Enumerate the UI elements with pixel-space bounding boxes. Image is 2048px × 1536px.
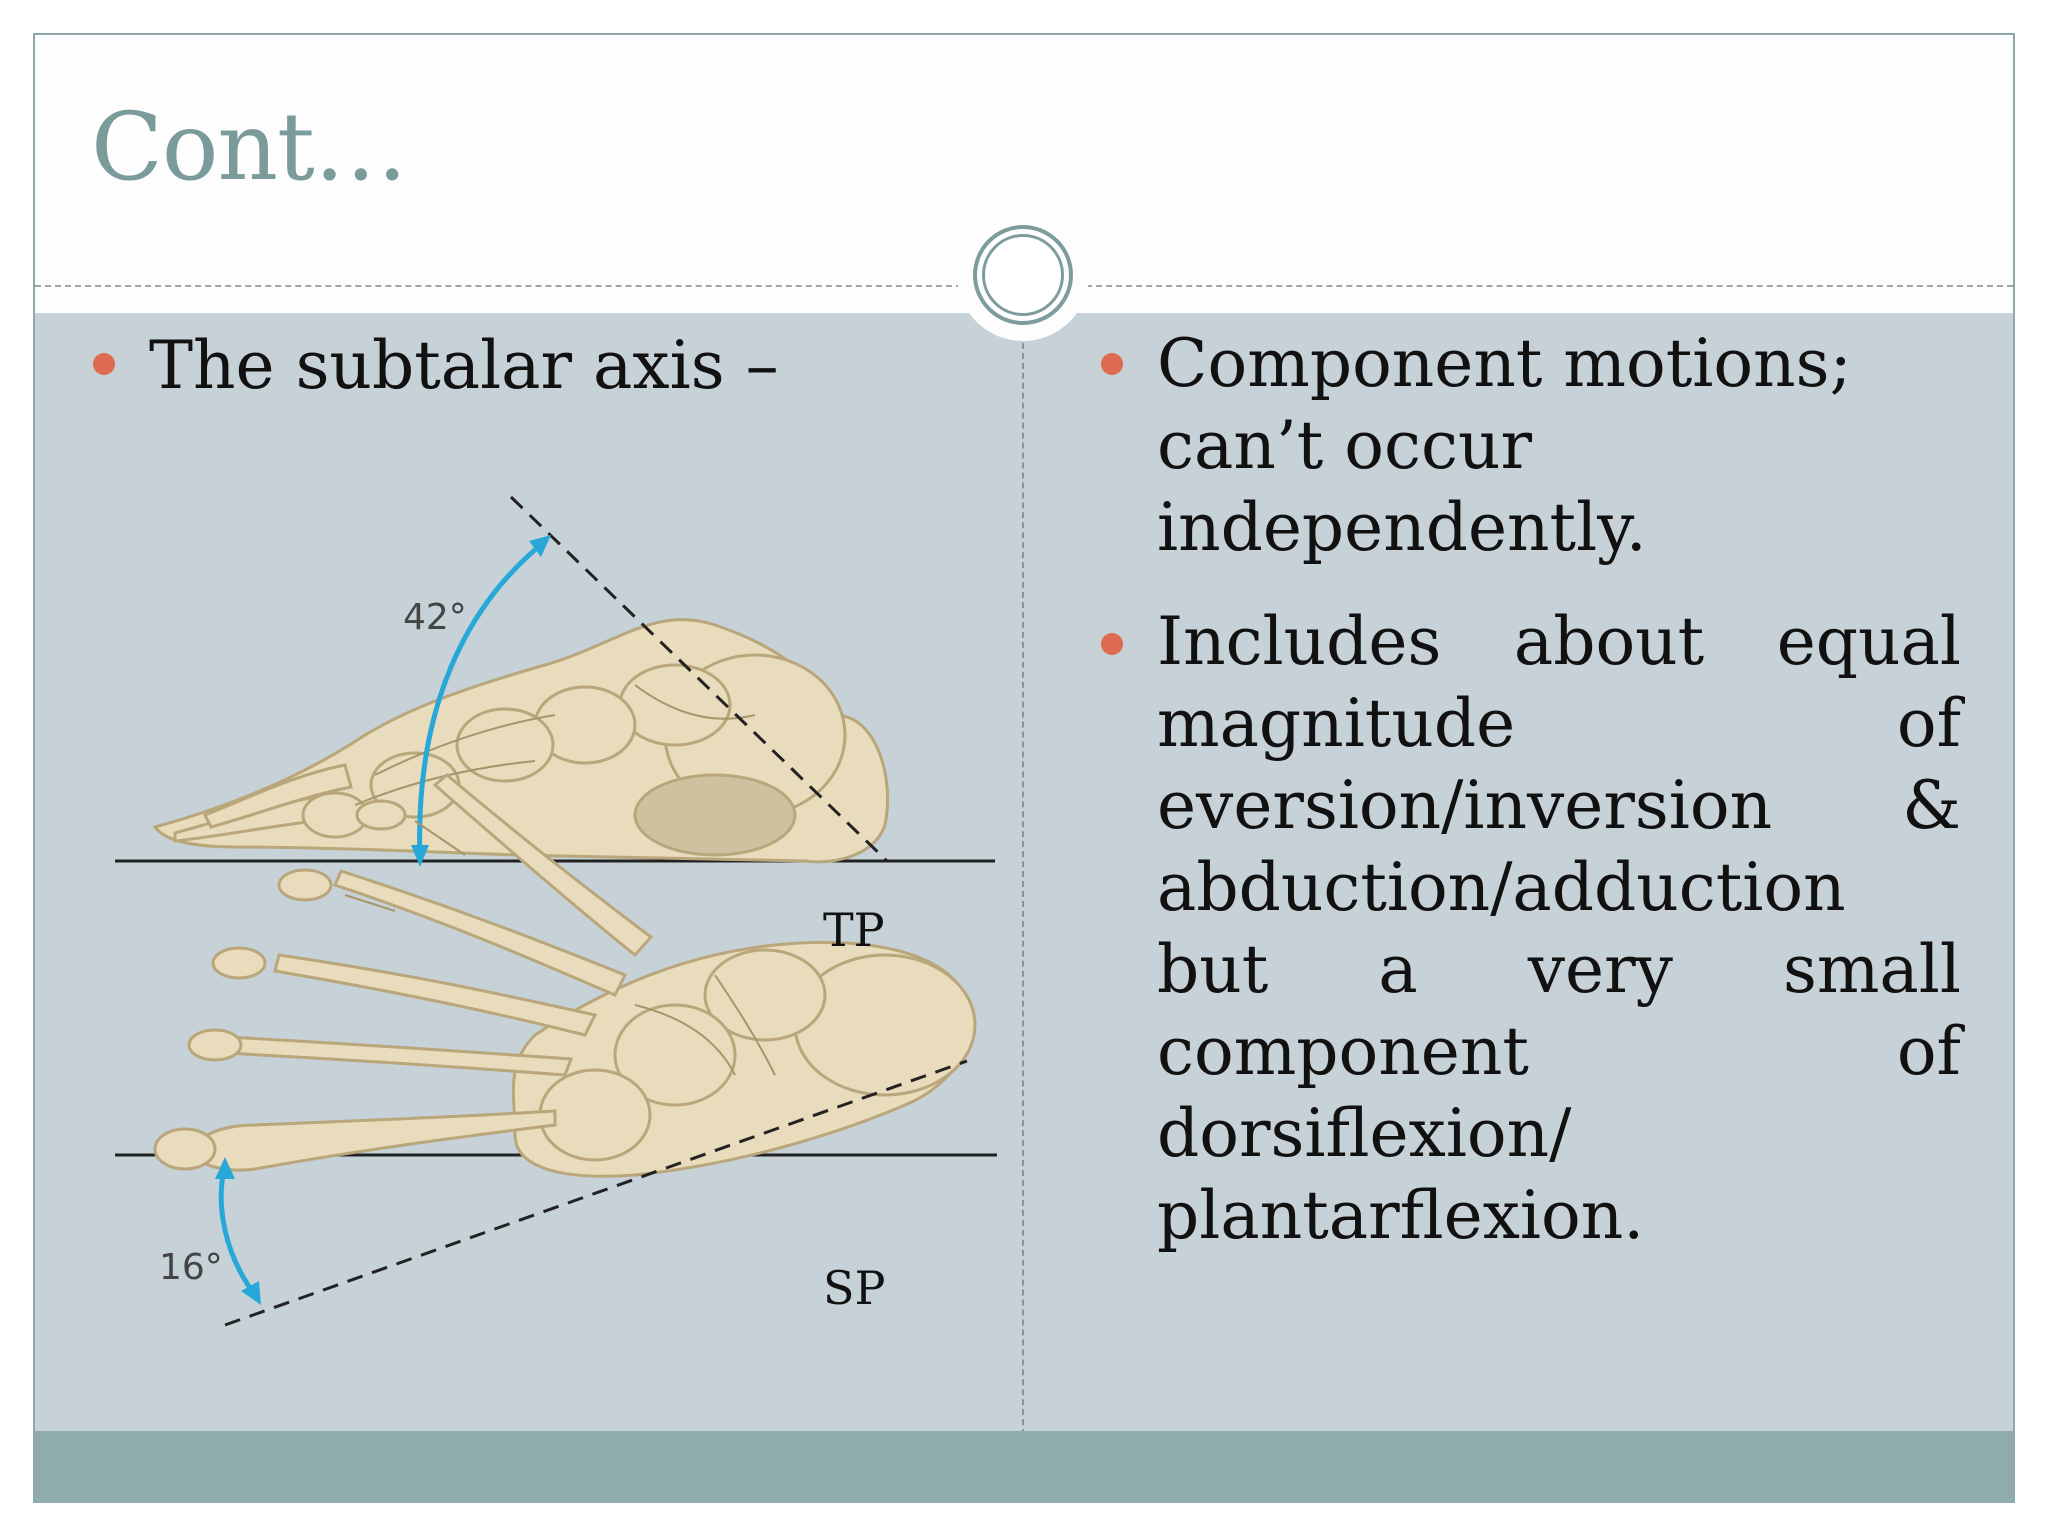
slide: Cont… The subtalar axis –	[33, 33, 2015, 1503]
angle-label-16: 16°	[159, 1247, 223, 1288]
column-divider	[1022, 313, 1024, 1465]
foot-skeleton-illustration	[109, 495, 997, 1327]
bullet-dot-icon	[1101, 633, 1123, 655]
slide-title: Cont…	[91, 93, 408, 202]
right-bullet-2-text: Includes about equal magnitude of eversi…	[1157, 603, 1961, 1254]
footer-bar	[35, 1431, 2013, 1503]
bullet-dot-icon	[93, 353, 115, 375]
bullet-dot-icon	[1101, 353, 1123, 375]
right-bullet-1-text: Component motions; can’t occur independe…	[1157, 325, 1852, 566]
subtalar-axis-figure: 42° 16° TP SP	[109, 475, 1015, 1355]
left-bullet-text: The subtalar axis –	[149, 327, 779, 404]
divider-circle-icon	[973, 225, 1073, 325]
divider-circle-inner	[982, 234, 1064, 316]
label-sp: SP	[823, 1261, 886, 1315]
angle-label-42: 42°	[403, 597, 467, 638]
label-tp: TP	[823, 903, 885, 957]
